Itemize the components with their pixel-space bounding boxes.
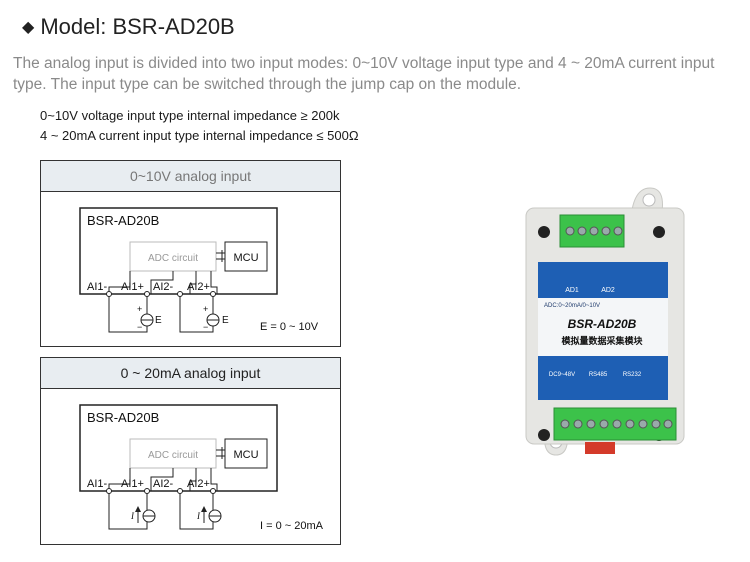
svg-text:+: + xyxy=(137,304,142,314)
adc-label: ADC circuit xyxy=(148,253,198,264)
current-circuit-diagram: BSR-AD20B ADC circuit MCU AI1- AI1+ AI2-… xyxy=(79,404,324,532)
adc-label: ADC circuit xyxy=(148,450,198,461)
module-label: BSR-AD20B xyxy=(87,410,159,425)
port-ad2: AD2 xyxy=(601,287,615,294)
device-illustration: AD1 AD2 ADC:0~20mA/0~10V BSR-AD20B 模拟量数据… xyxy=(525,187,685,456)
source-label-2: I xyxy=(196,511,201,521)
source-label-2: E xyxy=(222,315,229,326)
spec-current: 4 ~ 20mA current input type internal imp… xyxy=(40,128,359,143)
pin-ai2-plus: AI2+ xyxy=(187,478,210,490)
mcu-box xyxy=(224,438,268,469)
device-chinese-name: 模拟量数据采集模块 xyxy=(561,335,643,347)
source-label-1: E xyxy=(155,315,162,326)
pin-ai2-minus: AI2- xyxy=(153,281,174,293)
description: The analog input is divided into two inp… xyxy=(13,55,715,93)
current-panel-heading: 0 ~ 20mA analog input xyxy=(41,358,340,389)
svg-text:−: − xyxy=(203,322,208,332)
mcu-box xyxy=(224,241,268,272)
current-panel: 0 ~ 20mA analog input BSR-AD20B ADC circ… xyxy=(40,357,341,545)
screw-hole xyxy=(653,226,665,238)
device-adc-label: ADC:0~20mA/0~10V xyxy=(544,303,600,309)
voltage-panel-heading: 0~10V analog input xyxy=(41,161,340,192)
pin-ai1-minus: AI1- xyxy=(87,478,108,490)
port-ad1: AD1 xyxy=(565,287,579,294)
voltage-circuit-diagram: BSR-AD20B ADC circuit MCU AI1- AI1+ AI2-… xyxy=(79,207,319,333)
port-rs485: RS485 xyxy=(589,372,608,378)
spec-voltage: 0~10V voltage input type internal impeda… xyxy=(40,108,340,123)
screw-hole xyxy=(538,429,550,441)
mcu-label: MCU xyxy=(233,252,258,264)
pin-ai1-minus: AI1- xyxy=(87,281,108,293)
adc-box xyxy=(129,438,217,469)
pin-ai2-plus: AI2+ xyxy=(187,281,210,293)
svg-text:−: − xyxy=(137,322,142,332)
device-model: BSR-AD20B xyxy=(568,317,637,331)
mcu-label: MCU xyxy=(233,449,258,461)
pin-ai2-minus: AI2- xyxy=(153,478,174,490)
current-range: I = 0 ~ 20mA xyxy=(260,520,324,532)
pin-ai1-plus: AI1+ xyxy=(121,478,144,490)
port-rs232: RS232 xyxy=(623,372,642,378)
port-power: DC9~48V xyxy=(549,372,575,378)
voltage-panel: 0~10V analog input BSR-AD20B ADC circuit… xyxy=(40,160,341,347)
module-label: BSR-AD20B xyxy=(87,213,159,228)
svg-text:+: + xyxy=(203,304,208,314)
voltage-range: E = 0 ~ 10V xyxy=(260,321,319,333)
source-label-1: I xyxy=(130,511,135,521)
page-title: ◆ Model: BSR-AD20B xyxy=(22,14,235,40)
title-text: Model: BSR-AD20B xyxy=(40,14,235,39)
screw-hole xyxy=(538,226,550,238)
pin-ai1-plus: AI1+ xyxy=(121,281,144,293)
adc-box xyxy=(129,241,217,272)
diamond-icon: ◆ xyxy=(22,19,35,36)
